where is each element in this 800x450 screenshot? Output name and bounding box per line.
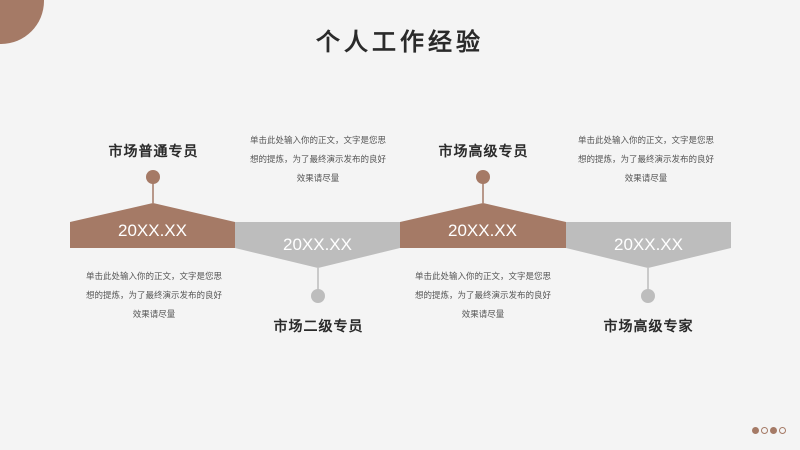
slide-title: 个人工作经验: [316, 27, 484, 56]
timeline-description-4: 单击此处输入你的正文，文字是您思 想的提炼，为了最终演示发布的良好 效果请尽量: [577, 136, 714, 184]
timeline-heading-3: 市场高级专员: [438, 144, 529, 160]
timeline-date-4: 20XX.XX: [614, 235, 683, 254]
timeline-heading-4: 市场高级专家: [603, 319, 694, 335]
page-dot-3: [770, 427, 777, 434]
timeline-description-2: 单击此处输入你的正文，文字是您思 想的提炼，为了最终演示发布的良好 效果请尽量: [249, 136, 386, 184]
timeline-segment-2: [235, 222, 400, 268]
timeline-date-2: 20XX.XX: [283, 235, 352, 254]
milestone-dot-3: [476, 170, 490, 184]
timeline-heading-1: 市场普通专员: [108, 144, 199, 160]
page-indicator: [752, 427, 786, 434]
page-dot-1: [752, 427, 759, 434]
page-dot-2: [761, 427, 768, 434]
timeline-segment-4: [566, 222, 731, 268]
page-dot-4: [779, 427, 786, 434]
timeline-date-3: 20XX.XX: [448, 221, 517, 240]
timeline-description-3: 单击此处输入你的正文，文字是您思 想的提炼，为了最终演示发布的良好 效果请尽量: [414, 272, 551, 320]
milestone-dot-4: [641, 289, 655, 303]
milestone-dot-1: [146, 170, 160, 184]
timeline-heading-2: 市场二级专员: [273, 319, 364, 335]
milestone-dot-2: [311, 289, 325, 303]
timeline-description-1: 单击此处输入你的正文，文字是您思 想的提炼，为了最终演示发布的良好 效果请尽量: [85, 272, 222, 320]
timeline-date-1: 20XX.XX: [118, 221, 187, 240]
timeline-segment-3: [400, 203, 566, 248]
timeline-segment-1: [70, 203, 235, 248]
